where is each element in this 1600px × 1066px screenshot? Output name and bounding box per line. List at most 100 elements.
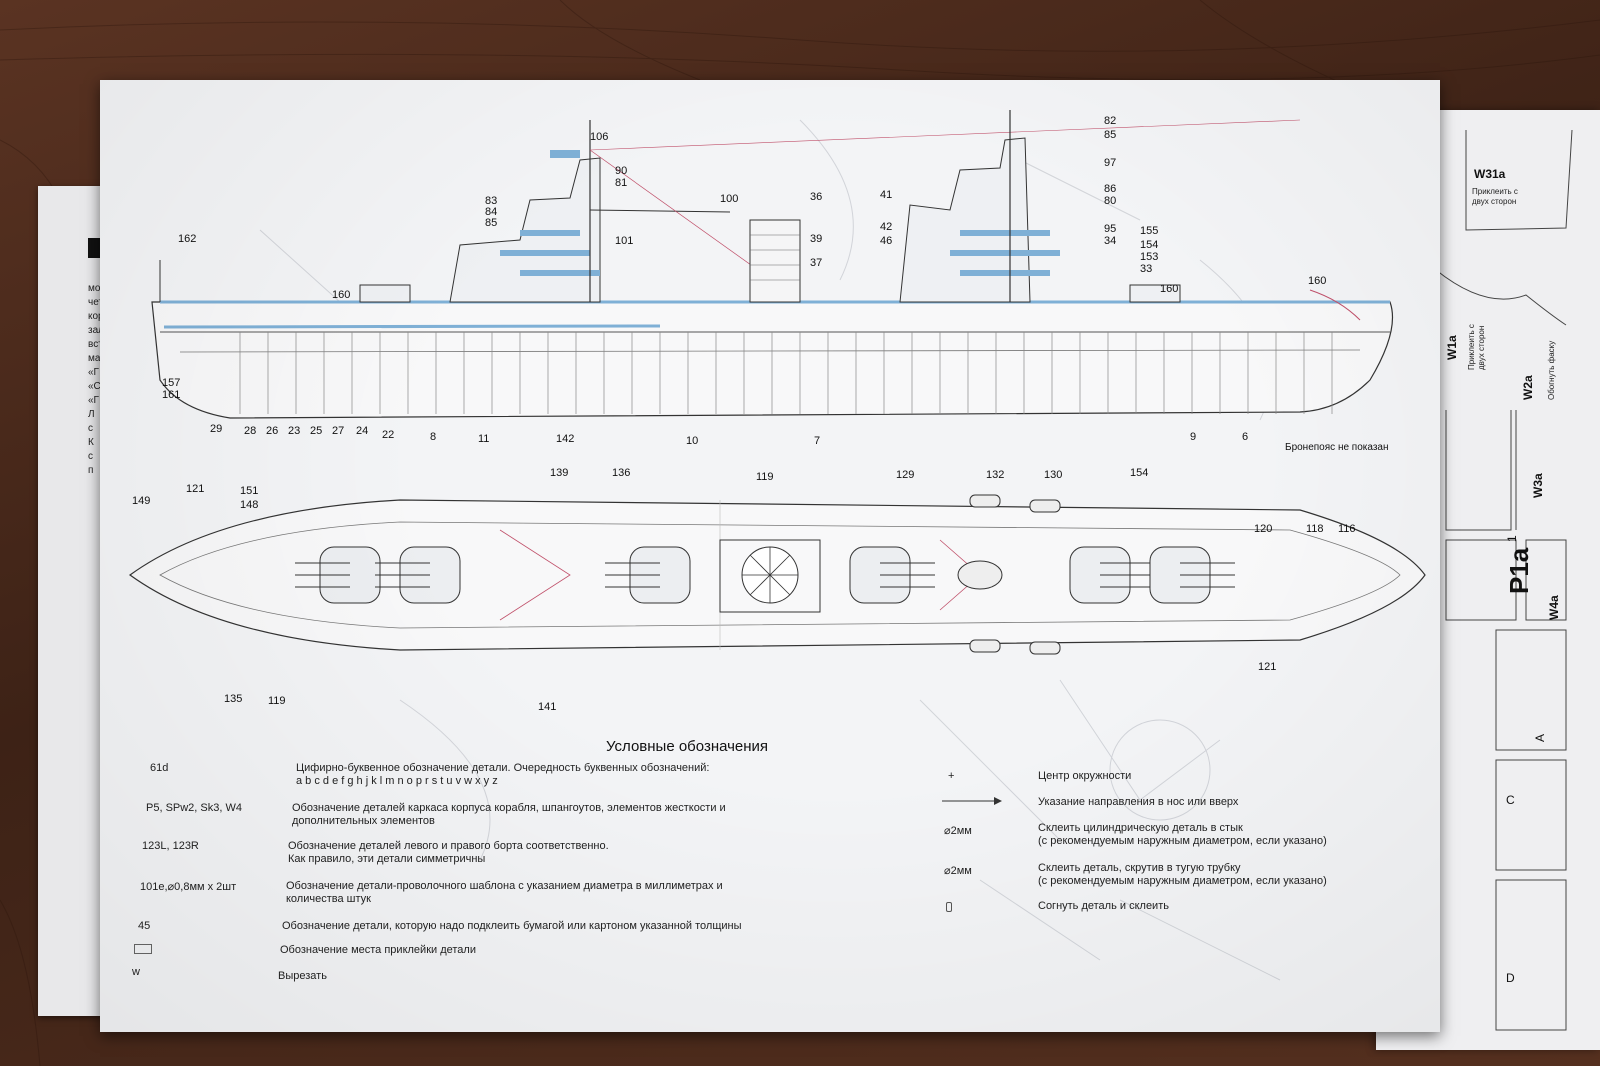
part-label-w4a: W4a <box>1547 595 1561 620</box>
top-callout: 148 <box>240 499 258 511</box>
side-callout-top: 46 <box>880 235 892 247</box>
legend-desc-5: Обозначение места приклейки детали <box>280 944 476 956</box>
part-label-w3a: W3a <box>1531 473 1545 498</box>
legend-desc-2: Обозначение деталей левого и правого бор… <box>288 840 609 865</box>
top-callout: 119 <box>756 471 774 483</box>
side-callout-top: 36 <box>810 191 822 203</box>
side-callout-top: 97 <box>1104 157 1116 169</box>
legend-right-desc-1: Указание направления в нос или вверх <box>1038 796 1239 808</box>
side-callout-bottom: 24 <box>356 425 368 437</box>
side-callout-top: 106 <box>590 131 608 143</box>
side-callout-bottom: 27 <box>332 425 344 437</box>
side-callout-top: 81 <box>615 177 627 189</box>
side-callout-top: 85 <box>1104 129 1116 141</box>
top-callout: 132 <box>986 469 1004 481</box>
legend-right-desc-3: Склеить деталь, скрутив в тугую трубку (… <box>1038 862 1327 887</box>
legend-right-desc-4: Согнуть деталь и склеить <box>1038 900 1169 912</box>
part-label-p1a: P1a <box>1504 547 1534 594</box>
side-callout-top: 85 <box>485 217 497 229</box>
part-label-w1a: W1a <box>1445 335 1459 360</box>
side-callout-top: 82 <box>1104 115 1116 127</box>
legend-symbol-3: ⌀2мм <box>944 865 972 877</box>
side-callout-top: 154 <box>1140 239 1158 251</box>
part-label-c: C <box>1506 793 1515 807</box>
lower-rail <box>163 324 661 329</box>
fold-symbol <box>946 902 952 912</box>
side-callout-top: 33 <box>1140 263 1152 275</box>
side-callout-top: 101 <box>615 235 633 247</box>
side-callout-top: 37 <box>810 257 822 269</box>
side-callout-top: 34 <box>1104 235 1116 247</box>
glue-place-symbol <box>134 944 152 954</box>
side-callout-bottom: 11 <box>478 433 489 445</box>
top-callout: 130 <box>1044 469 1062 481</box>
side-callout-top: 95 <box>1104 223 1116 235</box>
side-callout-top: 42 <box>880 221 892 233</box>
side-callout-top: 153 <box>1140 251 1158 263</box>
right-sheet-drawing: W31a Приклеить с двух сторон W1a Приклеи… <box>1425 129 1573 1031</box>
top-callout: 118 <box>1306 523 1324 535</box>
part-label-w31a: W31a <box>1474 167 1506 181</box>
legend-code-1: P5, SPw2, Sk3, W4 <box>146 802 242 814</box>
side-callout-bottom: 9 <box>1190 431 1196 443</box>
top-callout: 141 <box>538 701 556 713</box>
faint-background-parts <box>259 119 1281 981</box>
legend-symbol-0: + <box>948 770 955 782</box>
legend-code-4: 45 <box>138 920 151 932</box>
side-callout-top: 160 <box>1308 275 1326 287</box>
svg-text:двух сторон: двух сторон <box>1472 197 1516 206</box>
side-callout-top: 160 <box>1160 283 1178 295</box>
armor-belt-note: Бронепояс не показан <box>1285 442 1389 453</box>
top-callout: 135 <box>224 693 242 705</box>
legend-desc-0: Цифирно-буквенное обозначение детали. Оч… <box>296 762 710 787</box>
part-label-w2a: W2a <box>1521 375 1535 400</box>
side-callout-bottom: 29 <box>210 423 222 435</box>
top-view <box>128 494 1426 655</box>
side-callout-bottom: 142 <box>556 433 574 445</box>
side-callout-top: 162 <box>178 233 196 245</box>
side-callout-top: 90 <box>615 165 627 177</box>
top-callout: 116 <box>1338 523 1356 535</box>
side-callout-bottom: 26 <box>266 425 278 437</box>
arrow-icon <box>942 797 1002 805</box>
top-callout: 129 <box>896 469 914 481</box>
legend-desc-3: Обозначение детали-проволочного шаблона … <box>286 880 723 905</box>
top-callout: 120 <box>1254 523 1272 535</box>
side-callout-bottom: 157 <box>162 377 180 389</box>
side-callout-top: 86 <box>1104 183 1116 195</box>
legend-desc-4: Обозначение детали, которую надо подклеи… <box>282 920 742 932</box>
side-callout-bottom: 10 <box>686 435 698 447</box>
legend-code-3: 101e,⌀0,8мм x 2шт <box>140 881 237 893</box>
side-callout-bottom: 7 <box>814 435 820 447</box>
top-callout: 151 <box>240 485 258 497</box>
legend-code-2: 123L, 123R <box>142 840 199 852</box>
top-callout: 136 <box>612 467 630 479</box>
legend-symbol-2: ⌀2мм <box>944 825 972 837</box>
side-callout-top: 83 <box>485 195 497 207</box>
side-callout-top: 41 <box>880 189 892 201</box>
top-callout: 139 <box>550 467 568 479</box>
legend-code-0: 61d <box>150 762 169 774</box>
side-callout-bottom: 23 <box>288 425 300 437</box>
legend-desc-1: Обозначение деталей каркаса корпуса кора… <box>292 802 726 827</box>
legend-title: Условные обозначения <box>606 738 769 755</box>
top-callout: 121 <box>1258 661 1276 673</box>
side-callout-top: 84 <box>485 206 497 218</box>
side-callout-bottom: 6 <box>1242 431 1248 443</box>
top-callout: 121 <box>186 483 204 495</box>
part-note-w1a: Приклеить с <box>1467 324 1476 370</box>
part-label-d: D <box>1506 971 1515 985</box>
legend-right-desc-0: Центр окружности <box>1038 770 1132 782</box>
part-label-p1a-superscript: 1 <box>1505 535 1519 542</box>
side-callout-bottom: 28 <box>244 425 256 437</box>
side-callout-top: 160 <box>332 289 350 301</box>
side-view <box>151 110 1394 419</box>
funnel <box>749 219 801 303</box>
side-callout-bottom: 22 <box>382 429 394 441</box>
side-callout-top: 155 <box>1140 225 1158 237</box>
side-callout-bottom: 25 <box>310 425 322 437</box>
